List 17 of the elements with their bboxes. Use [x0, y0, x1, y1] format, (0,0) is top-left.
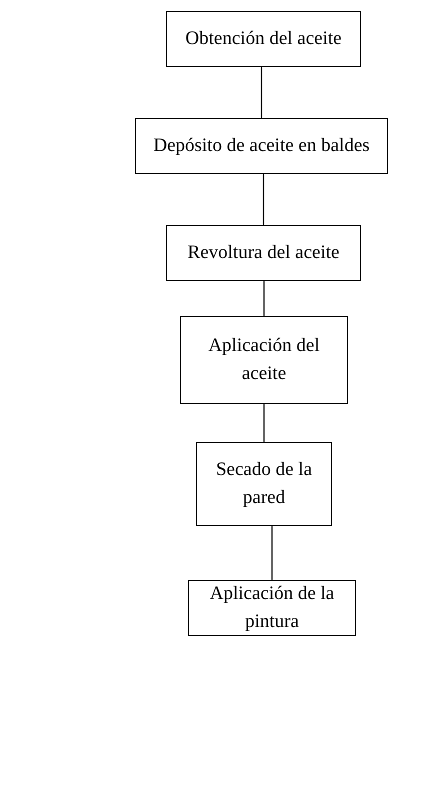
process-box [188, 580, 356, 636]
step-text: Obtención del aceite [185, 27, 342, 51]
connector-line [271, 526, 273, 580]
step-text: Revoltura del aceite [188, 241, 340, 265]
process-box [166, 11, 361, 67]
connector-line [260, 67, 262, 118]
connector-line [263, 404, 265, 442]
connector-line [263, 281, 265, 316]
process-box [180, 316, 348, 404]
connector-line [262, 174, 264, 225]
process-box [196, 442, 332, 526]
step-text: Secado de la pared [214, 458, 313, 510]
step-text: Aplicación del aceite [207, 334, 321, 386]
step-text: Aplicación de la pintura [208, 582, 336, 634]
process-box [135, 118, 388, 174]
step-text: Depósito de aceite en baldes [153, 134, 370, 158]
process-box [166, 225, 361, 281]
